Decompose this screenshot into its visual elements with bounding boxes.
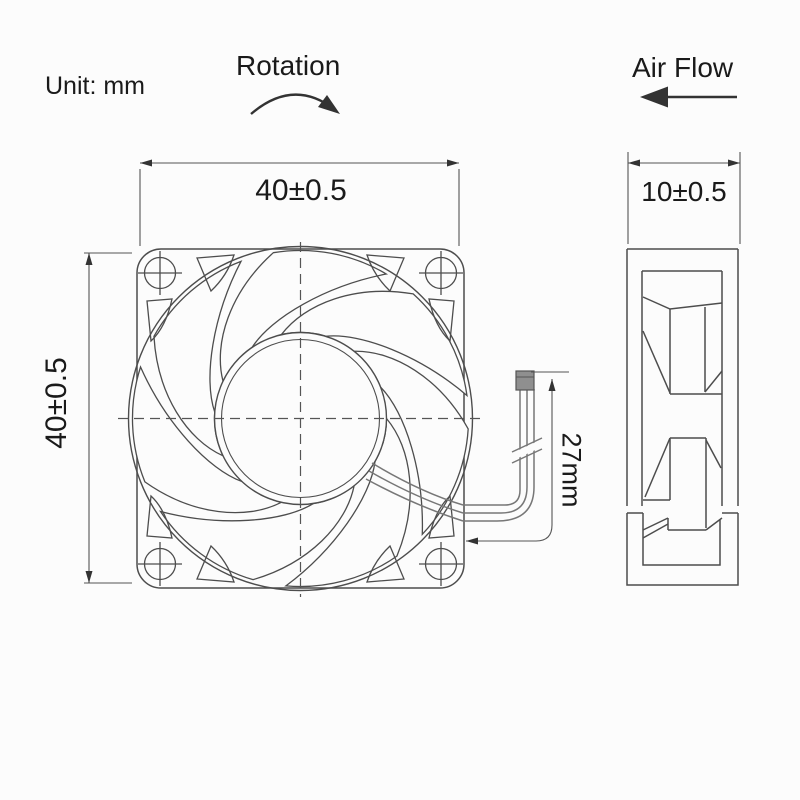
fan-front-view xyxy=(111,218,501,610)
mounting-hole-top-right xyxy=(418,250,464,296)
front-width-dimension-label: 40±0.5 xyxy=(255,174,347,207)
mounting-hole-top-left xyxy=(137,250,183,296)
rotation-label: Rotation xyxy=(236,50,341,81)
airflow-arrow-icon xyxy=(640,86,737,108)
front-height-dimension-label: 40±0.5 xyxy=(40,357,73,449)
wire-connector xyxy=(515,370,535,391)
mounting-hole-bottom-right xyxy=(418,541,464,587)
mounting-hole-bottom-left xyxy=(137,541,183,587)
fan-side-view xyxy=(626,248,739,586)
dimension-lines xyxy=(84,152,741,584)
wire-length-dimension-label: 27mm xyxy=(556,432,587,508)
dimension-front-height xyxy=(84,252,132,584)
unit-label: Unit: mm xyxy=(45,72,145,100)
hub-section-lower xyxy=(643,437,722,528)
dimension-front-width xyxy=(139,159,460,246)
airflow-label: Air Flow xyxy=(632,52,734,83)
side-depth-dimension-label: 10±0.5 xyxy=(641,176,727,207)
dimension-side-depth xyxy=(627,152,741,244)
base-flange xyxy=(626,512,739,586)
center-lines xyxy=(118,242,486,597)
rotation-arrow-icon xyxy=(250,93,340,115)
wire-channel-inside xyxy=(365,462,464,522)
dimension-wire-length xyxy=(466,371,569,545)
hub-section-upper xyxy=(642,296,723,395)
